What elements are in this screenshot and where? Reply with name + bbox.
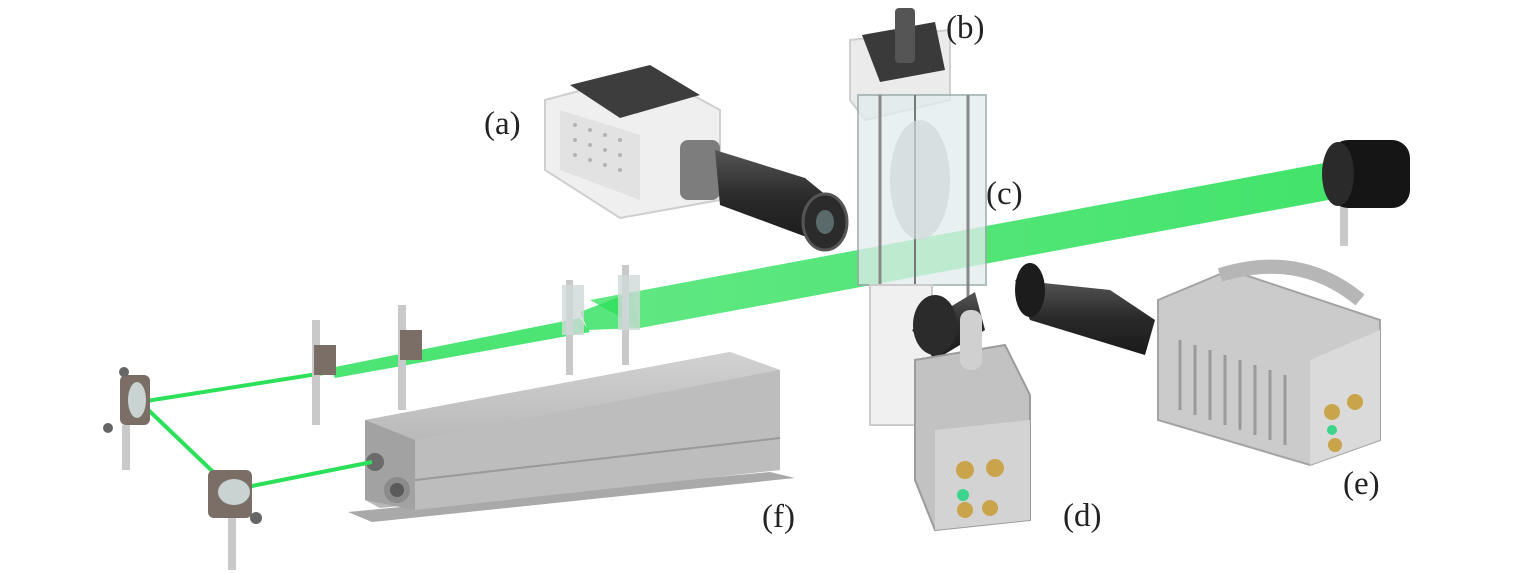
label-a: (a) <box>484 106 521 142</box>
label-e: (e) <box>1343 466 1380 502</box>
label-f: (f) <box>762 499 795 535</box>
label-b: (b) <box>946 10 984 46</box>
optical-post-2 <box>398 305 422 410</box>
camera-d <box>912 292 1031 532</box>
camera-a <box>544 65 849 252</box>
mirror-mount-1 <box>103 367 150 470</box>
camera-e <box>1015 259 1381 467</box>
label-c: (c) <box>986 176 1023 212</box>
optical-post-4 <box>618 265 640 365</box>
optical-post-3 <box>562 280 584 375</box>
label-d: (d) <box>1063 498 1101 534</box>
mirror-mount-2 <box>208 470 262 570</box>
optical-post-1 <box>312 320 336 425</box>
test-chamber <box>857 94 987 426</box>
beam-dump <box>1322 140 1410 246</box>
laser-source <box>348 352 795 522</box>
